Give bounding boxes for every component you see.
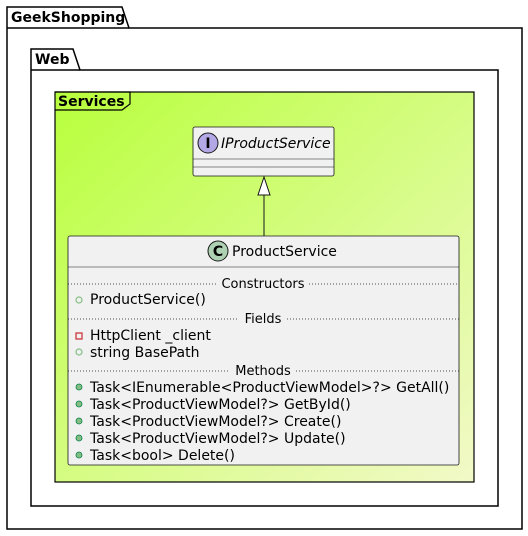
member-row: HttpClient _client (75, 328, 211, 344)
frame-title-services: Services (58, 94, 125, 110)
member-row: Task<ProductViewModel?> Create() (75, 414, 341, 430)
class-icon (207, 240, 229, 262)
private-marker-icon (75, 332, 83, 340)
public-marker-icon (75, 417, 83, 425)
public-marker-icon (75, 434, 83, 442)
public-marker-icon (75, 296, 83, 304)
constructor-text: ProductService() (90, 292, 206, 308)
realization-arrow (257, 175, 271, 236)
class-productservice[interactable]: C ProductService Constructors ProductSer… (67, 235, 460, 466)
method-text: Task<ProductViewModel?> Update() (89, 431, 346, 447)
section-title-methods: Methods (235, 364, 291, 379)
member-row: ProductService() (75, 292, 206, 308)
class-name: ProductService (232, 244, 337, 260)
field-text: HttpClient _client (90, 328, 211, 344)
method-text: Task<bool> Delete() (89, 448, 235, 464)
member-row: Task<ProductViewModel?> GetById() (75, 397, 351, 413)
member-row: Task<IEnumerable<ProductViewModel>?> Get… (75, 380, 449, 396)
field-text: string BasePath (90, 345, 199, 361)
interface-name: IProductService (221, 136, 331, 152)
public-marker-icon (75, 400, 83, 408)
member-row: Task<ProductViewModel?> Update() (75, 431, 346, 447)
public-marker-icon (75, 348, 83, 356)
section-methods: Methods (68, 364, 459, 379)
section-title-constructors: Constructors (221, 277, 304, 292)
method-text: Task<ProductViewModel?> GetById() (89, 397, 351, 413)
section-constructors: Constructors (68, 277, 459, 292)
public-marker-icon (75, 451, 83, 459)
public-marker-icon (75, 383, 83, 391)
interface-iproductservice[interactable]: I IProductService (192, 126, 335, 177)
interface-icon (197, 132, 219, 154)
section-title-fields: Fields (245, 312, 282, 327)
section-fields: Fields (68, 312, 459, 327)
method-text: Task<IEnumerable<ProductViewModel>?> Get… (89, 380, 449, 396)
member-row: string BasePath (75, 345, 199, 361)
class-glyph: C (213, 244, 223, 260)
interface-glyph: I (205, 136, 210, 152)
member-row: Task<bool> Delete() (75, 448, 235, 464)
method-text: Task<ProductViewModel?> Create() (89, 414, 341, 430)
package-title-geekshopping: GeekShopping (11, 10, 125, 26)
package-title-web: Web (35, 52, 69, 68)
